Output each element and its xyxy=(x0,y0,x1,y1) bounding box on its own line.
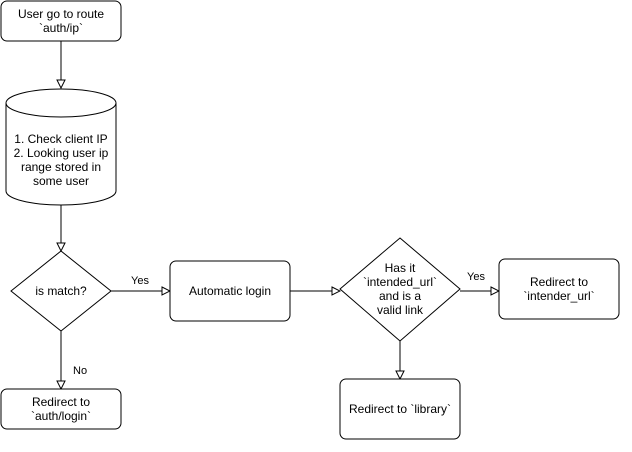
node-match-label: is match? xyxy=(35,284,87,298)
node-redirect-login-box xyxy=(0,388,122,430)
node-start-label: User go to route `auth/ip` xyxy=(17,7,105,35)
node-redirect-intended-box xyxy=(498,258,620,320)
edge-label-has-url-yes: Yes xyxy=(467,271,485,283)
node-redirect-login-label: Redirect to `auth/login` xyxy=(30,395,92,423)
edge-label-match-yes: Yes xyxy=(131,275,149,287)
node-check-label: 1. Check client IP 2. Looking user ip ra… xyxy=(13,132,109,188)
node-auto-login-label: Automatic login xyxy=(188,284,272,298)
node-has-url-diamond xyxy=(339,237,461,342)
node-redirect-library-label: Redirect to `library` xyxy=(348,402,452,416)
node-match-diamond xyxy=(10,250,112,332)
node-redirect-library-box xyxy=(339,378,461,440)
node-has-url-label: Has it `intended_url` and is a valid lin… xyxy=(362,261,438,317)
node-redirect-intended-label: Redirect to `intender_url` xyxy=(523,275,595,303)
node-auto-login-box xyxy=(169,260,291,322)
node-check-cylinder xyxy=(5,88,117,206)
edge-label-match-no: No xyxy=(73,365,88,377)
node-start-box xyxy=(0,0,122,42)
